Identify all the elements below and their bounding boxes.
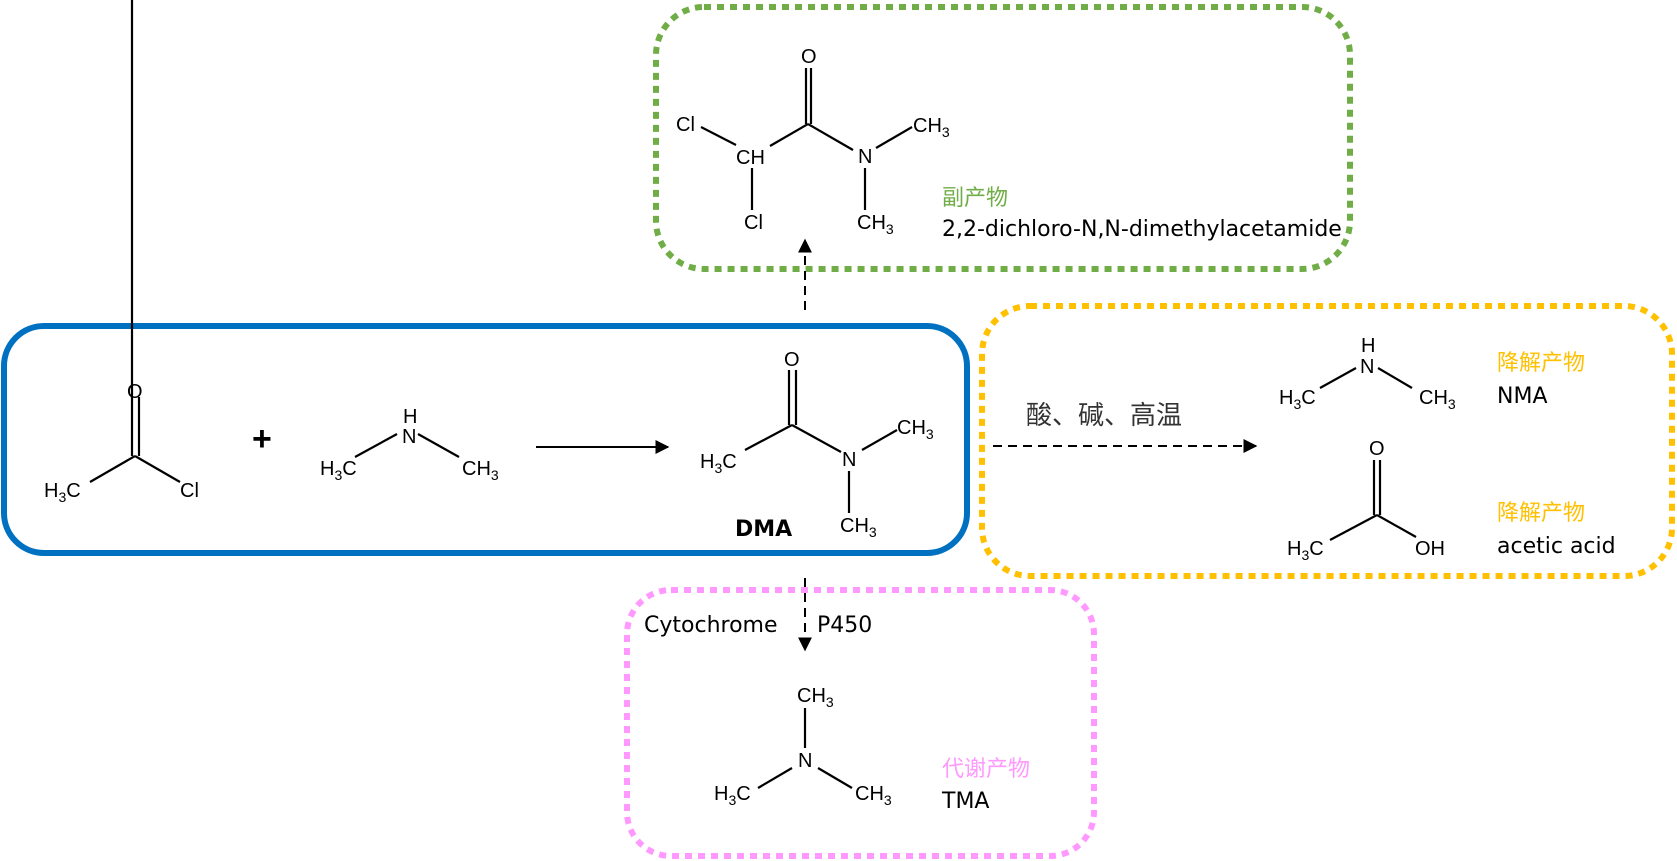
atom-ch3: CH3 <box>462 458 499 483</box>
atom-o: O <box>127 381 143 403</box>
acetic-acid-category-label: 降解产物 <box>1497 501 1585 526</box>
byproduct-name: 2,2-dichloro-N,N-dimethylacetamide <box>942 217 1342 242</box>
acetic-acid-name: acetic acid <box>1497 534 1616 559</box>
atom-h: H <box>1361 335 1375 357</box>
main-reaction-box <box>1 323 970 556</box>
atom-h3c: H3C <box>700 451 737 476</box>
atom-ch3-top: CH3 <box>913 115 950 140</box>
atom-h3c: H3C <box>1287 538 1324 563</box>
atom-n: N <box>798 750 812 772</box>
atom-ch3-top: CH3 <box>897 417 934 442</box>
nma-category-label: 降解产物 <box>1497 351 1585 376</box>
byproduct-structure: O Cl CH Cl N CH3 CH3 <box>676 46 950 237</box>
atom-cl-top: Cl <box>676 114 695 136</box>
atom-o: O <box>801 46 817 68</box>
atom-h3c: H3C <box>44 480 81 505</box>
plus-sign: + <box>252 420 272 458</box>
atom-h3c: H3C <box>714 783 751 808</box>
atom-n: N <box>1360 356 1374 378</box>
nma-name: NMA <box>1497 384 1548 409</box>
atom-n: N <box>842 449 856 471</box>
degradation-condition: 酸、碱、高温 <box>1026 401 1182 431</box>
atom-h3c: H3C <box>1279 387 1316 412</box>
byproduct-box <box>653 4 1353 272</box>
atom-ch3-top: CH3 <box>797 685 834 710</box>
reactant-acetyl-chloride: O H3C Cl <box>44 0 199 505</box>
reactant-dimethylamine: H N H3C CH3 <box>320 406 499 483</box>
metabolite-name: TMA <box>941 789 989 814</box>
byproduct-category-label: 副产物 <box>942 186 1008 211</box>
atom-h: H <box>403 406 417 428</box>
atom-oh: OH <box>1415 538 1445 560</box>
atom-n: N <box>402 426 416 448</box>
enzyme-label-left: Cytochrome <box>644 613 778 638</box>
degradation-box <box>979 303 1675 579</box>
atom-o: O <box>784 349 800 371</box>
product-label-dma: DMA <box>735 517 792 542</box>
atom-ch3-bottom: CH3 <box>840 515 877 540</box>
atom-ch3-bottom: CH3 <box>857 212 894 237</box>
atom-cl: Cl <box>180 480 199 502</box>
atom-ch3: CH3 <box>1419 387 1456 412</box>
atom-cl-bottom: Cl <box>744 212 763 234</box>
atom-ch3-right: CH3 <box>855 783 892 808</box>
metabolite-tma-structure: CH3 N H3C CH3 <box>714 685 892 808</box>
enzyme-label-right: P450 <box>817 613 872 638</box>
degradation-nma-structure: H N H3C CH3 <box>1279 335 1456 412</box>
product-dma: O H3C N CH3 CH3 DMA <box>700 349 934 542</box>
atom-n: N <box>858 146 872 168</box>
degradation-acetic-acid-structure: O H3C OH <box>1287 438 1445 563</box>
atom-o: O <box>1369 438 1385 460</box>
metabolite-box <box>624 587 1097 859</box>
atom-h3c: H3C <box>320 458 357 483</box>
metabolite-category-label: 代谢产物 <box>942 757 1030 782</box>
atom-ch: CH <box>736 147 765 169</box>
